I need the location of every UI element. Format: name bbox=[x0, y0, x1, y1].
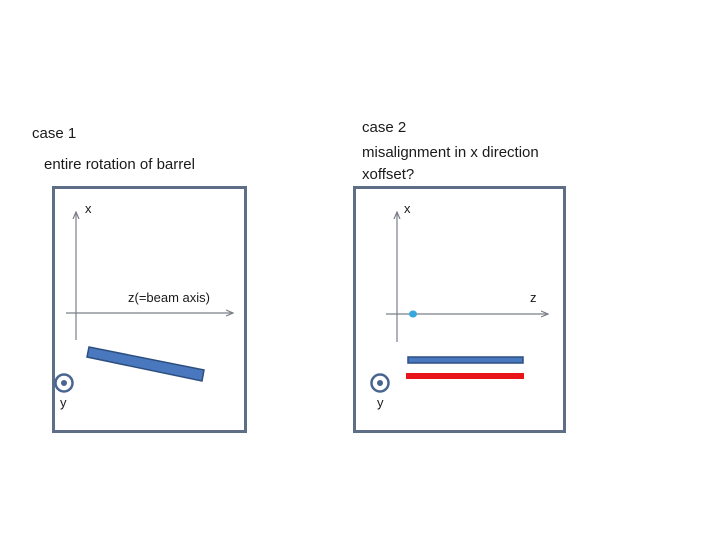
case1-z-label: z(=beam axis) bbox=[128, 290, 210, 305]
case1-y-axis-marker-icon bbox=[54, 373, 74, 393]
case2-z-label: z bbox=[530, 290, 537, 305]
case2-y-axis-marker-icon bbox=[370, 373, 390, 393]
case1-title: case 1 bbox=[32, 125, 77, 142]
nominal-barrel bbox=[407, 356, 524, 364]
case2-y-label: y bbox=[377, 395, 384, 410]
case2-subtitle-line1: misalignment in x direction bbox=[362, 144, 539, 161]
case1-x-label: x bbox=[85, 201, 92, 216]
case2-x-label: x bbox=[404, 201, 411, 216]
offset-barrel bbox=[406, 373, 524, 379]
case2-title: case 2 bbox=[362, 119, 407, 136]
case2-panel bbox=[353, 186, 566, 433]
rotated-barrel bbox=[86, 346, 205, 382]
case1-y-label: y bbox=[60, 395, 67, 410]
case1-subtitle: entire rotation of barrel bbox=[44, 156, 195, 173]
case2-subtitle-line2: xoffset? bbox=[362, 166, 415, 183]
origin-offset-marker-icon bbox=[409, 310, 417, 318]
case1-panel bbox=[52, 186, 247, 433]
